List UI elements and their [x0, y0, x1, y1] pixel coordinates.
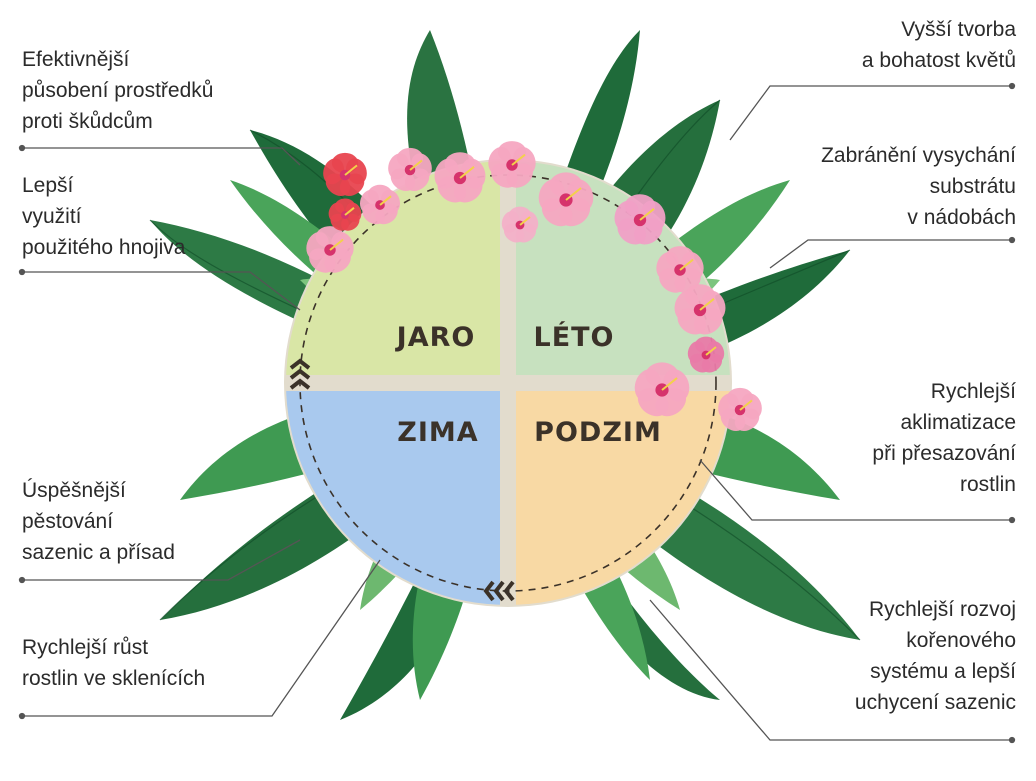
chevron-arrows-icon — [289, 358, 311, 390]
connector-mid-left — [18, 268, 301, 311]
hibiscus-flower-icon — [306, 226, 354, 273]
benefit-seedling-growing: Úspěšnější pěstování sazenic a přísad — [22, 479, 175, 564]
connector-bottom-right — [649, 599, 1016, 744]
hibiscus-flower-icon — [501, 206, 539, 243]
quadrant-winter — [286, 383, 508, 605]
hibiscus-flower-icon — [388, 147, 432, 191]
benefit-pest-control: Efektivnější působení prostředků proti š… — [22, 48, 214, 133]
connector-top-right — [729, 82, 1016, 141]
quadrant-spring — [286, 161, 508, 383]
connector-low-right — [699, 459, 1016, 524]
hibiscus-flower-icon — [718, 387, 762, 431]
season-label-autumn: PODZIM — [534, 417, 662, 448]
hibiscus-flower-icon — [328, 198, 362, 231]
quadrant-autumn — [508, 383, 730, 605]
benefit-substrate-moisture: Zabránění vysychání substrátu v nádobách — [821, 144, 1016, 229]
connector-top-left — [18, 144, 301, 166]
season-label-summer: LÉTO — [533, 321, 614, 353]
hibiscus-flower-icon — [323, 152, 367, 196]
divider-horizontal — [286, 375, 730, 391]
connector-lines — [18, 82, 1016, 744]
hibiscus-flower-icon — [488, 141, 536, 188]
hibiscus-flower-icon — [634, 362, 690, 417]
hibiscus-flower-icon — [674, 284, 726, 335]
hibiscus-flower-icon — [359, 184, 401, 225]
hibiscus-flower-icon — [687, 336, 725, 373]
hibiscus-flower-icon — [306, 141, 762, 431]
season-label-winter: ZIMA — [397, 417, 478, 448]
benefit-root-development: Rychlejší rozvoj kořenového systému a le… — [854, 598, 1016, 714]
benefit-fertilizer-use: Lepší využití použitého hnojiva — [22, 174, 186, 259]
benefit-greenhouse-growth: Rychlejší růst rostlin ve sklenících — [22, 636, 206, 690]
season-wheel — [284, 159, 732, 607]
benefit-flowering: Vyšší tvorba a bohatost květů — [861, 18, 1016, 72]
hibiscus-flower-icon — [538, 172, 594, 227]
season-label-spring: JARO — [395, 322, 476, 353]
connector-bottom-left — [18, 559, 381, 720]
benefit-acclimatization: Rychlejší aklimatizace při přesazování r… — [872, 380, 1016, 496]
chevron-arrows-icon — [483, 580, 515, 602]
connector-low-left — [18, 539, 301, 584]
connector-mid-right — [769, 236, 1016, 269]
hibiscus-flower-icon — [614, 194, 666, 245]
hibiscus-flower-icon — [434, 152, 486, 203]
